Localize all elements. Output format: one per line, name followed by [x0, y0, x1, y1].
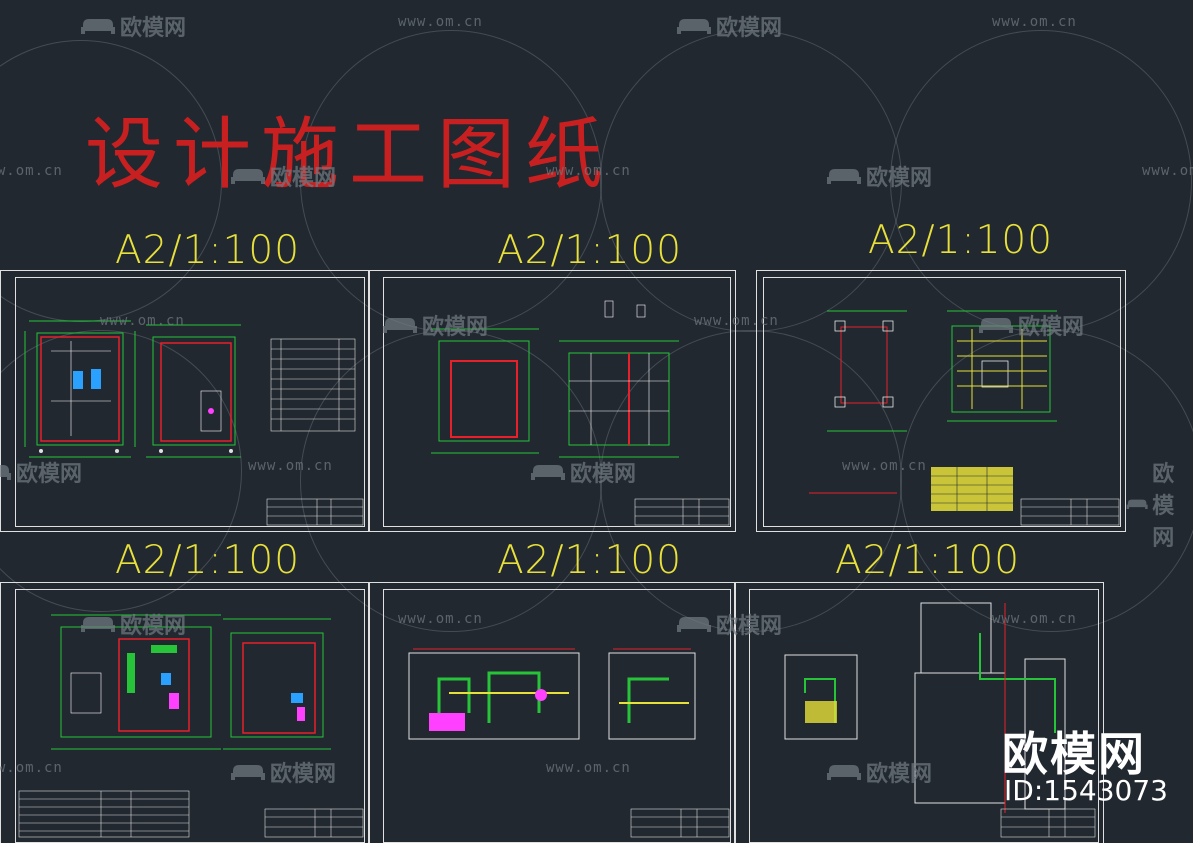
watermark-logo: 欧模网 [1126, 456, 1193, 552]
sofa-icon [677, 617, 711, 632]
badge-id: ID:1543073 [1004, 774, 1168, 807]
watermark-brand: 欧模网 [866, 166, 933, 191]
watermark-url: www.om.cn [546, 760, 631, 776]
scale-label-6: A2/1:100 [835, 538, 1021, 583]
watermark-url: www.om.cn [1142, 163, 1193, 179]
watermark-brand: 欧模网 [1152, 462, 1175, 551]
drawing-sheet-4[interactable] [0, 582, 370, 843]
sheet-6-drawing [784, 602, 1096, 838]
watermark-brand: 欧模网 [570, 462, 637, 487]
watermark-logo: 欧模网 [80, 608, 186, 640]
watermark-url: www.om.cn [398, 14, 483, 30]
watermark-url: www.om.cn [248, 458, 333, 474]
sofa-icon [531, 465, 565, 480]
watermark-logo: 欧模网 [676, 608, 782, 640]
sofa-icon [827, 169, 861, 184]
scale-label-2: A2/1:100 [497, 228, 683, 273]
watermark-brand: 欧模网 [270, 762, 337, 787]
scale-label-1: A2/1:100 [115, 228, 301, 273]
scale-label-4: A2/1:100 [115, 538, 301, 583]
sheet-1-drawing [24, 320, 364, 526]
watermark-logo: 欧模网 [0, 456, 82, 488]
watermark-url: www.om.cn [992, 611, 1077, 627]
watermark-logo: 欧模网 [978, 309, 1084, 341]
sheet-4-drawing [18, 614, 364, 838]
drawing-sheet-3[interactable] [756, 270, 1126, 532]
sofa-icon [677, 19, 711, 34]
watermark-url: www.om.cn [0, 163, 63, 179]
scale-label-5: A2/1:100 [497, 538, 683, 583]
watermark-brand: 欧模网 [422, 315, 489, 340]
watermark-logo: 欧模网 [530, 456, 636, 488]
watermark-brand: 欧模网 [866, 762, 933, 787]
watermark-ring [900, 330, 1193, 632]
watermark-url: www.om.cn [694, 313, 779, 329]
watermark-url: www.om.cn [992, 14, 1077, 30]
drawing-set-title: 设计施工图纸 [85, 110, 614, 200]
drawing-sheet-5[interactable] [368, 582, 736, 843]
sofa-icon [383, 318, 417, 333]
watermark-brand: 欧模网 [16, 462, 83, 487]
sofa-icon [81, 617, 115, 632]
scale-label-3: A2/1:100 [868, 218, 1054, 263]
watermark-url: www.om.cn [0, 760, 63, 776]
watermark-brand: 欧模网 [120, 614, 187, 639]
watermark-brand: 欧模网 [120, 16, 187, 41]
drawing-sheet-2[interactable] [368, 270, 736, 532]
watermark-logo: 欧模网 [676, 10, 782, 42]
watermark-url: www.om.cn [546, 163, 631, 179]
watermark-logo: 欧模网 [230, 160, 336, 192]
sheet-3-drawing [809, 310, 1120, 526]
sofa-icon [827, 765, 861, 780]
watermark-brand: 欧模网 [1018, 315, 1085, 340]
watermark-logo: 欧模网 [80, 10, 186, 42]
watermark-url: www.om.cn [398, 611, 483, 627]
watermark-logo: 欧模网 [230, 756, 336, 788]
drawing-sheet-1[interactable] [0, 270, 370, 532]
sheet-5-drawing [408, 648, 730, 838]
watermark-logo: 欧模网 [826, 756, 932, 788]
sofa-icon [979, 318, 1013, 333]
watermark-logo: 欧模网 [382, 309, 488, 341]
watermark-url: www.om.cn [842, 458, 927, 474]
sofa-icon [0, 465, 11, 480]
watermark-brand: 欧模网 [716, 614, 783, 639]
sofa-icon [81, 19, 115, 34]
watermark-brand: 欧模网 [716, 16, 783, 41]
sofa-icon [231, 765, 265, 780]
sofa-icon [1126, 499, 1148, 509]
badge-brand: 欧模网 [1002, 727, 1146, 781]
watermark-brand: 欧模网 [270, 166, 337, 191]
watermark-logo: 欧模网 [826, 160, 932, 192]
sofa-icon [231, 169, 265, 184]
sheet-2-drawing [431, 300, 730, 526]
watermark-url: www.om.cn [100, 313, 185, 329]
